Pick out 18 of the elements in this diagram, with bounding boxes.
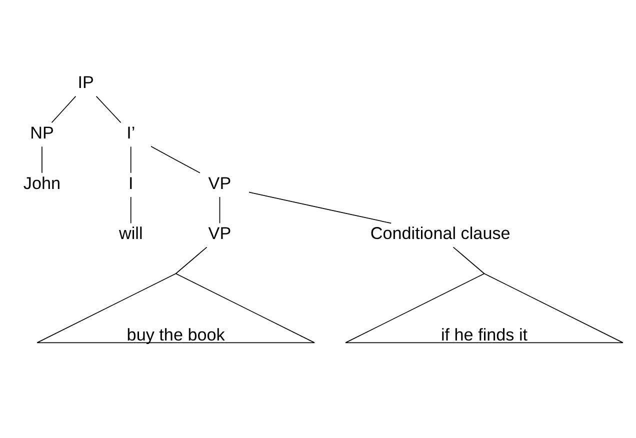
- connector: [130, 196, 132, 224]
- node-text: I: [128, 172, 134, 193]
- node-text: Conditional clause: [370, 223, 510, 244]
- node-text: VP: [208, 223, 232, 244]
- connector: [130, 146, 132, 174]
- connector: [452, 246, 485, 274]
- node-text: IP: [78, 72, 94, 92]
- node-text: VP: [208, 172, 232, 193]
- connector: [248, 192, 392, 224]
- node-text: I’: [126, 122, 136, 142]
- node-text: NP: [30, 122, 54, 142]
- node-text: John: [23, 172, 61, 193]
- connector: [96, 96, 122, 123]
- connector: [150, 146, 200, 174]
- connector: [219, 196, 220, 224]
- node-text: will: [118, 223, 143, 244]
- connector: [175, 246, 208, 274]
- connector: [51, 96, 76, 123]
